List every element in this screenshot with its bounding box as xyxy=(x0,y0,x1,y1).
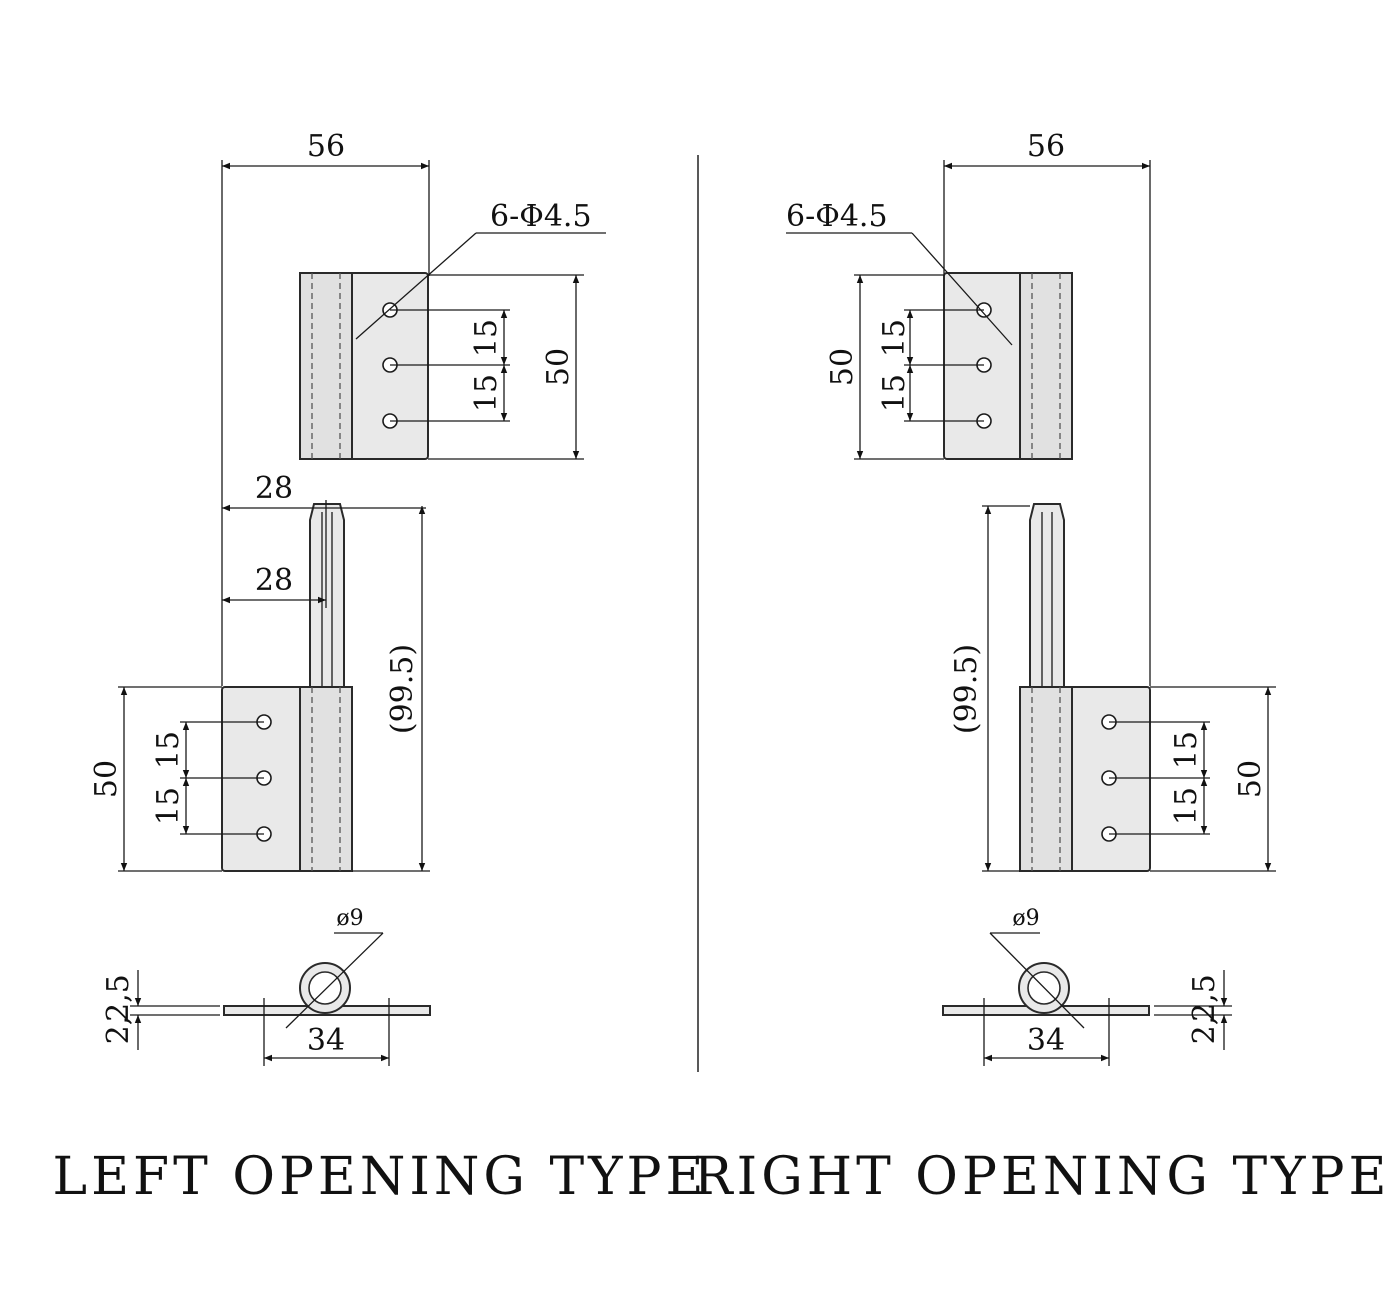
left-bottom-spacing-1: 15 xyxy=(151,731,186,769)
right-bottom-leaf xyxy=(1019,686,1151,872)
left-top-spacing-1: 15 xyxy=(469,319,504,357)
right-bottom-spacing-2: 15 xyxy=(1169,787,1204,825)
right-hole-callout: 6-Φ4.5 xyxy=(786,199,888,234)
left-top-leaf xyxy=(299,272,429,460)
left-overall-height: (99.5) xyxy=(385,644,420,734)
left-width-56-label: 56 xyxy=(307,129,345,164)
left-hole-callout: 6-Φ4.5 xyxy=(490,199,592,234)
left-side-profile xyxy=(223,962,431,1022)
right-bottom-height-50: 50 xyxy=(1233,760,1268,798)
right-thickness-a: 2,5 xyxy=(1187,974,1222,1022)
right-width-56-label: 56 xyxy=(1027,129,1065,164)
left-thickness-a: 2,5 xyxy=(101,974,136,1022)
left-bottom-height-50: 50 xyxy=(89,760,124,798)
left-pin-offset-28-b: 28 xyxy=(255,563,293,598)
right-top-spacing-2: 15 xyxy=(877,374,912,412)
left-pin-offset-28-a: 28 xyxy=(255,471,293,506)
right-side-profile xyxy=(942,962,1150,1022)
right-thickness-b: 2, xyxy=(1187,1016,1222,1045)
left-bottom-spacing-2: 15 xyxy=(151,787,186,825)
left-thickness-b: 2, xyxy=(101,1016,136,1045)
right-pin xyxy=(1029,503,1065,688)
left-view-title: LEFT OPENING TYPE xyxy=(53,1147,708,1207)
right-overall-height: (99.5) xyxy=(949,644,984,734)
left-top-spacing-2: 15 xyxy=(469,374,504,412)
left-opening-view: 56 6-Φ4.5 15 15 50 28 28 xyxy=(53,129,708,1207)
right-bottom-spacing-1: 15 xyxy=(1169,731,1204,769)
left-bottom-leaf xyxy=(221,686,353,872)
right-top-height-50: 50 xyxy=(825,348,860,386)
right-top-spacing-1: 15 xyxy=(877,319,912,357)
right-top-leaf xyxy=(943,272,1073,460)
right-view-title: RIGHT OPENING TYPE xyxy=(694,1147,1391,1207)
right-opening-view: 56 6-Φ4.5 15 15 50 xyxy=(694,129,1391,1207)
left-pin xyxy=(309,503,345,688)
right-hole-span-34: 34 xyxy=(1027,1023,1065,1058)
left-hole-span-34: 34 xyxy=(307,1023,345,1058)
right-knuckle-diameter: ø9 xyxy=(1012,906,1039,931)
left-top-height-50: 50 xyxy=(541,348,576,386)
left-knuckle-diameter: ø9 xyxy=(336,906,363,931)
